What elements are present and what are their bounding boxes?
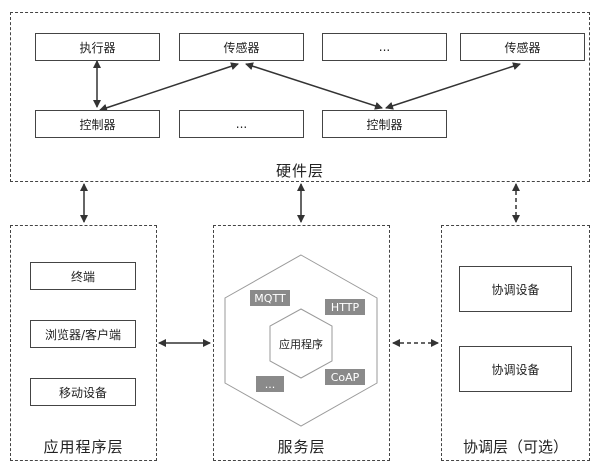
http-tag: HTTP: [325, 299, 365, 315]
service-layer: [213, 225, 390, 461]
arrow-sensor1-controller2: [245, 62, 383, 110]
controller-box-1: 控制器: [35, 110, 160, 138]
mobile-device-box: 移动设备: [30, 378, 136, 406]
ellipsis-box-1: ...: [322, 33, 447, 61]
ellipsis-box-2: ...: [179, 110, 304, 138]
sensor-box-1: 传感器: [179, 33, 304, 61]
coord-layer-label: 协调层（可选）: [462, 438, 568, 456]
more-protocols-tag: ...: [256, 376, 284, 392]
mqtt-tag: MQTT: [250, 290, 290, 306]
arrow-controller2-sensor2: [385, 62, 521, 110]
application-center-label: 应用程序: [279, 338, 323, 351]
hardware-layer-label: 硬件层: [275, 162, 324, 180]
controller-box-2: 控制器: [322, 110, 447, 138]
app-layer-label: 应用程序层: [43, 438, 124, 456]
outer-hexagon: [224, 254, 378, 427]
inner-hexagon: [269, 308, 333, 379]
arrow-controller1-sensor1: [99, 62, 239, 112]
actuator-box: 执行器: [35, 33, 160, 61]
service-layer-label: 服务层: [277, 438, 326, 456]
coap-tag: CoAP: [325, 369, 365, 385]
coord-device-box-1: 协调设备: [459, 266, 572, 312]
coord-device-box-2: 协调设备: [459, 346, 572, 392]
browser-client-box: 浏览器/客户端: [30, 320, 136, 348]
hardware-layer: [10, 12, 590, 182]
coord-layer: [441, 225, 590, 461]
terminal-box: 终端: [30, 262, 136, 290]
app-layer: [10, 225, 157, 461]
sensor-box-2: 传感器: [460, 33, 585, 61]
